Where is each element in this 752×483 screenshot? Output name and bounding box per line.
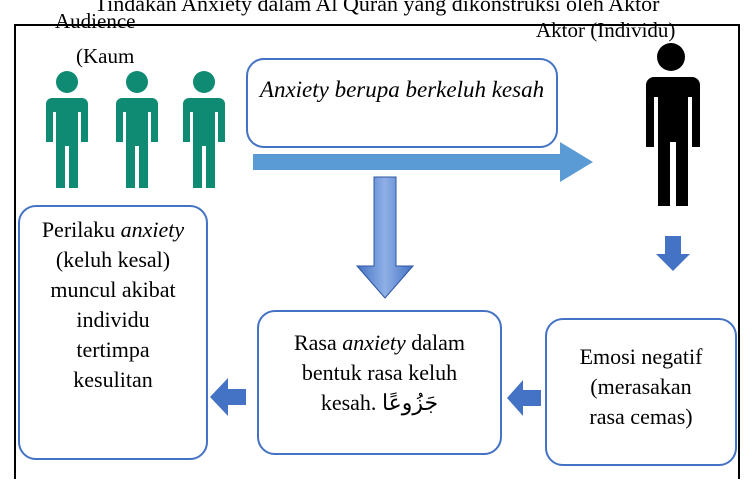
feeling-line1-plain-b: dalam [405, 330, 466, 355]
emotion-box: Emosi negatif (merasakan rasa cemas) [545, 318, 737, 466]
audience-person-icon-1 [46, 71, 88, 188]
diagram-frame [14, 24, 740, 479]
emotion-line1: Emosi negatif [579, 344, 703, 369]
behavior-line6: kesulitan [73, 367, 153, 392]
audience-person-icon-3 [183, 71, 225, 188]
complaint-text: Anxiety berupa berkeluh kesah [259, 77, 545, 102]
emotion-line3: rasa cemas) [589, 404, 693, 429]
behavior-line1-em: anxiety [120, 217, 185, 242]
feeling-line1: Rasa anxiety dalam [259, 328, 500, 358]
arrow-right-icon [253, 142, 593, 182]
actor-label: Aktor (Individu) [536, 18, 676, 42]
behavior-line1: Perilaku anxiety [20, 215, 206, 245]
audience-label-line1: Audience [55, 9, 136, 33]
behavior-line1-plain: Perilaku [41, 217, 121, 242]
behavior-box: Perilaku anxiety (keluh kesal) muncul ak… [18, 205, 208, 460]
emotion-line2: (merasakan [590, 374, 692, 399]
feeling-line2: bentuk rasa keluh [301, 360, 458, 385]
behavior-line4: individu [76, 307, 150, 332]
arrow-left-icon-2 [210, 378, 246, 416]
feeling-line1-plain-a: Rasa [293, 330, 343, 355]
behavior-line5: tertimpa [76, 337, 150, 362]
arrow-left-icon-1 [507, 380, 541, 416]
audience-label-line2: (Kaum [76, 44, 135, 68]
arrow-down-icon [355, 176, 415, 299]
complaint-box: Anxiety berupa berkeluh kesah [246, 58, 558, 148]
feeling-box: Rasa anxiety dalam bentuk rasa keluh kes… [257, 310, 502, 455]
actor-person-icon [646, 43, 700, 206]
behavior-line2: (keluh kesal) [55, 247, 171, 272]
audience-person-icon-2 [116, 71, 158, 188]
feeling-line3-arabic: جَزُوعًا [381, 390, 439, 415]
arrow-down-small-icon [656, 236, 690, 271]
behavior-line3: muncul akibat [50, 277, 176, 302]
feeling-line1-em: anxiety [342, 330, 406, 355]
header-partial-text: Tindakan Anxiety dalam Al Quran yang dik… [94, 0, 660, 16]
feeling-line3: kesah. جَزُوعًا [259, 388, 500, 418]
feeling-line3-latin: kesah. [320, 390, 382, 415]
